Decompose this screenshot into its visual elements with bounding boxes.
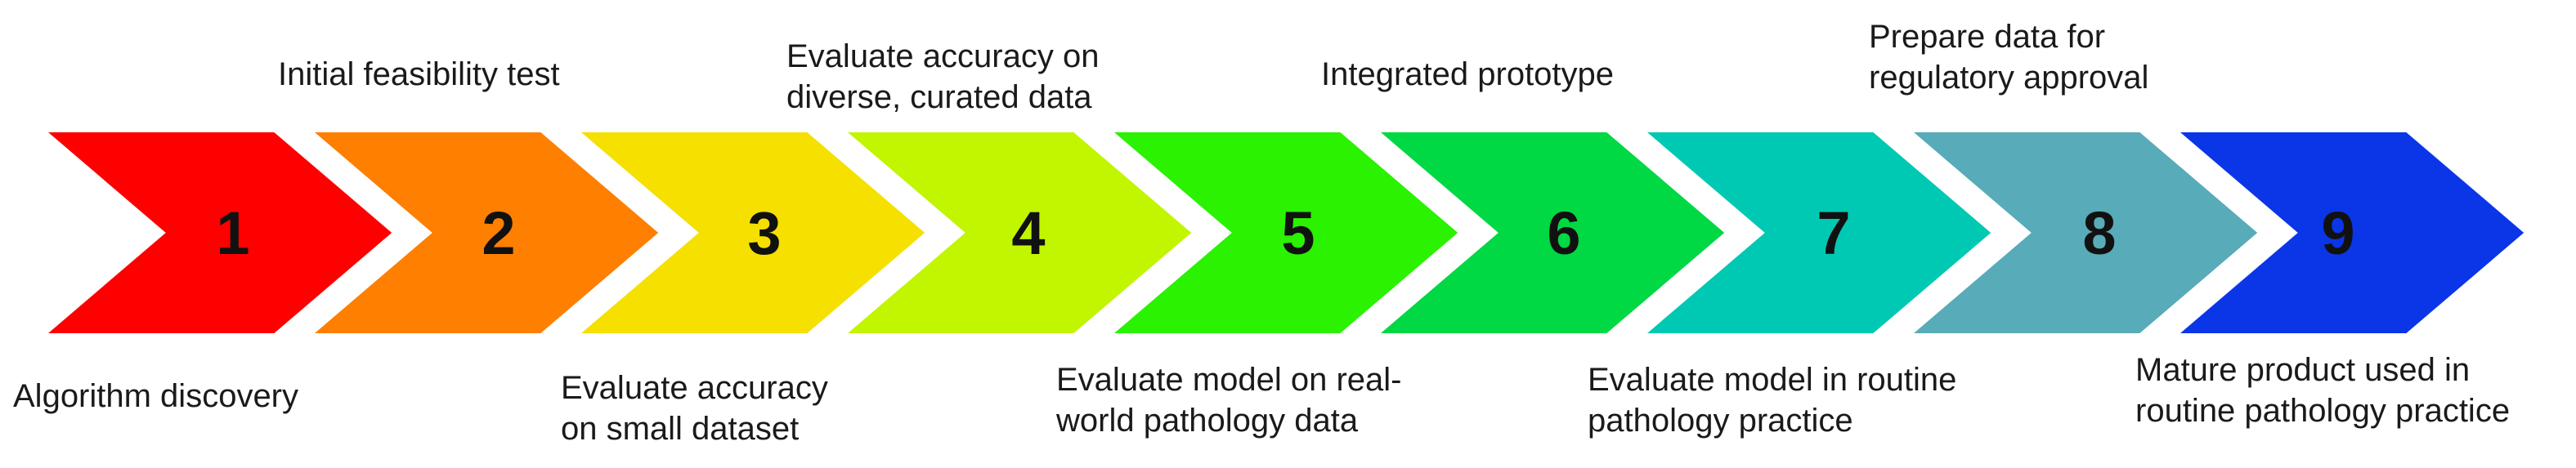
stage-number-9: 9: [2321, 199, 2354, 267]
stage-number-6: 6: [1547, 199, 1580, 267]
stage-number-3: 3: [747, 199, 781, 267]
stage-arrow-7: [1616, 121, 2009, 345]
caption-stage-7: Evaluate model in routine pathology prac…: [1588, 359, 1956, 441]
caption-stage-9: Mature product used in routine pathology…: [2135, 350, 2510, 431]
stage-number-8: 8: [2082, 199, 2116, 267]
stage-arrow-5: [1083, 121, 1476, 345]
caption-stage-8: Prepare data for regulatory approval: [1869, 16, 2148, 98]
caption-stage-4: Evaluate accuracy on diverse, curated da…: [786, 36, 1099, 118]
caption-line: Evaluate model in routine: [1588, 362, 1957, 398]
stage-number-2: 2: [482, 199, 515, 267]
stage-number-1: 1: [216, 199, 249, 267]
caption-line: pathology practice: [1588, 403, 1853, 439]
caption-line: diverse, curated data: [786, 79, 1092, 115]
caption-line: Integrated prototype: [1321, 56, 1615, 92]
arrows-layer: 1 2 3 4 5 6 7 8 9: [17, 121, 2542, 345]
stage-arrow-9: [2149, 121, 2542, 345]
stage-arrow-1: [17, 121, 410, 345]
stage-arrow-2: [284, 121, 676, 345]
stage-arrow-8: [1883, 121, 2275, 345]
stage-arrow-6: [1350, 121, 1742, 345]
caption-line: Evaluate accuracy on: [786, 38, 1100, 74]
stage-number-4: 4: [1011, 199, 1045, 267]
caption-line: regulatory approval: [1869, 60, 2149, 96]
caption-line: on small dataset: [561, 411, 800, 447]
caption-stage-5: Evaluate model on real- world pathology …: [1056, 359, 1401, 441]
stage-number-5: 5: [1281, 199, 1315, 267]
stage-number-7: 7: [1817, 199, 1850, 267]
caption-line: Initial feasibility test: [278, 56, 560, 92]
caption-stage-3: Evaluate accuracy on small dataset: [561, 368, 828, 449]
caption-line: Mature product used in: [2135, 352, 2471, 388]
caption-stage-2: Initial feasibility test: [278, 54, 560, 95]
caption-line: Algorithm discovery: [13, 378, 299, 414]
caption-line: Evaluate model on real-: [1056, 362, 1402, 398]
caption-line: world pathology data: [1056, 403, 1359, 439]
caption-line: Evaluate accuracy: [561, 370, 828, 406]
caption-stage-1: Algorithm discovery: [13, 376, 298, 417]
caption-line: routine pathology practice: [2135, 393, 2511, 429]
stage-arrow-4: [817, 121, 1209, 345]
stage-arrow-3: [550, 121, 943, 345]
caption-stage-6: Integrated prototype: [1321, 54, 1614, 95]
caption-line: Prepare data for: [1869, 19, 2106, 55]
